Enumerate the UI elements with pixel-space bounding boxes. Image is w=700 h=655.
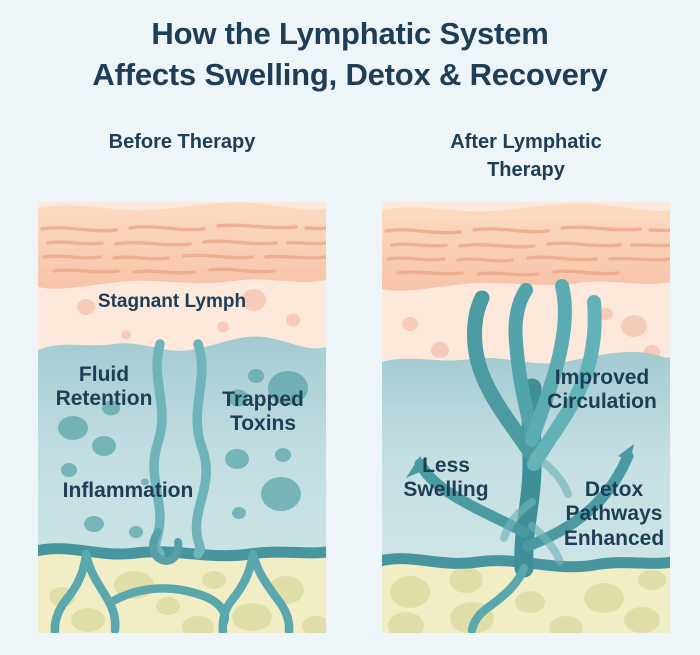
epidermis-texture <box>384 225 670 277</box>
stagnant-lymph-vessel-left <box>149 339 167 559</box>
dermis-dots <box>77 289 300 340</box>
fat-cell-dots <box>388 567 666 633</box>
arrow-up-right-icon <box>618 444 634 480</box>
panel-heading-before: Before Therapy <box>108 131 256 153</box>
lymph-capillaries <box>500 452 572 566</box>
lymph-branch-3 <box>525 279 572 447</box>
subcutaneous-fluid-layer <box>38 336 326 552</box>
title-line-1: How the Lymphatic System <box>151 16 549 51</box>
lymph-roots <box>50 549 294 633</box>
deep-lymph-channel <box>38 543 326 562</box>
lymph-branch-1 <box>467 290 538 460</box>
title-line-2: Affects Swelling, Detox & Recovery <box>92 56 608 92</box>
stagnant-lymph-vessel-right <box>191 339 211 559</box>
trapped-toxin-dots <box>58 369 308 538</box>
lymph-branch-4 <box>527 295 602 471</box>
panel-heading-after: After Lymphatic Therapy <box>450 131 602 182</box>
arrow-up-left-icon <box>406 456 434 484</box>
page-title: How the Lymphatic System Affects Swellin… <box>0 14 700 96</box>
lymph-congestion-bulge <box>149 528 183 565</box>
lymph-branch-2 <box>508 283 539 439</box>
epidermis-texture <box>40 223 326 275</box>
lymph-root-descending <box>467 563 529 633</box>
panel-before-therapy <box>38 202 326 633</box>
panel-after-therapy <box>382 202 670 633</box>
